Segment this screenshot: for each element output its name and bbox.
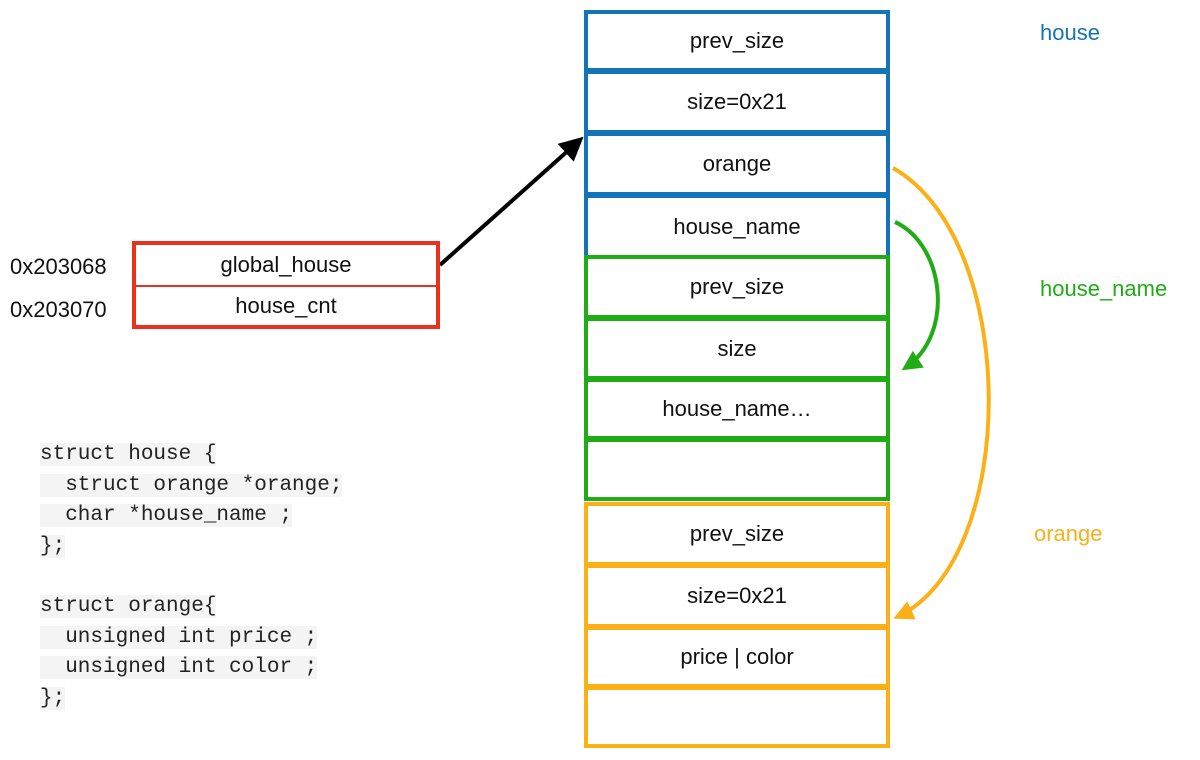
orange-size-cell: size=0x21 — [584, 564, 890, 628]
orange-pointer-arrow — [892, 166, 991, 620]
code-line: }; — [40, 686, 66, 710]
house-house-name-cell: house_name — [584, 194, 890, 256]
orange-price-color-cell: price | color — [584, 626, 890, 688]
house-orange-cell: orange — [584, 132, 890, 196]
code-line: char *house_name ; — [40, 504, 293, 527]
global-house-address: 0x203068 — [10, 254, 107, 279]
global-house-pointer-arrow — [438, 136, 584, 267]
orange-empty-cell — [584, 686, 890, 748]
orange-region-label: orange — [1034, 521, 1103, 546]
house-size-cell: size=0x21 — [584, 70, 890, 134]
house-name-empty-cell — [584, 438, 890, 501]
house-struct-code: struct house { struct orange *orange; ch… — [40, 440, 343, 562]
house-name-size-cell: size — [584, 317, 890, 380]
house-name-pointer-arrow — [894, 220, 940, 371]
house-prev-size-cell: prev_size — [584, 10, 890, 72]
code-line: struct house { — [40, 443, 217, 466]
orange-prev-size-cell: prev_size — [584, 502, 890, 566]
house-cnt-address: 0x203070 — [10, 297, 107, 322]
code-line: unsigned int color ; — [40, 656, 318, 679]
global-house-cell: global_house — [132, 241, 440, 287]
house-cnt-cell: house_cnt — [132, 285, 440, 329]
house-name-prev-size-cell: prev_size — [584, 255, 890, 319]
code-line: unsigned int price ; — [40, 625, 318, 649]
code-line: struct orange *orange; — [40, 473, 343, 497]
orange-struct-code: struct orange{ unsigned int price ; unsi… — [40, 592, 318, 714]
house-name-region-label: house_name — [1040, 276, 1168, 301]
code-line: }; — [40, 534, 66, 558]
code-line: struct orange{ — [40, 595, 217, 618]
house-name-data-cell: house_name… — [584, 378, 890, 440]
house-region-label: house — [1040, 20, 1100, 45]
